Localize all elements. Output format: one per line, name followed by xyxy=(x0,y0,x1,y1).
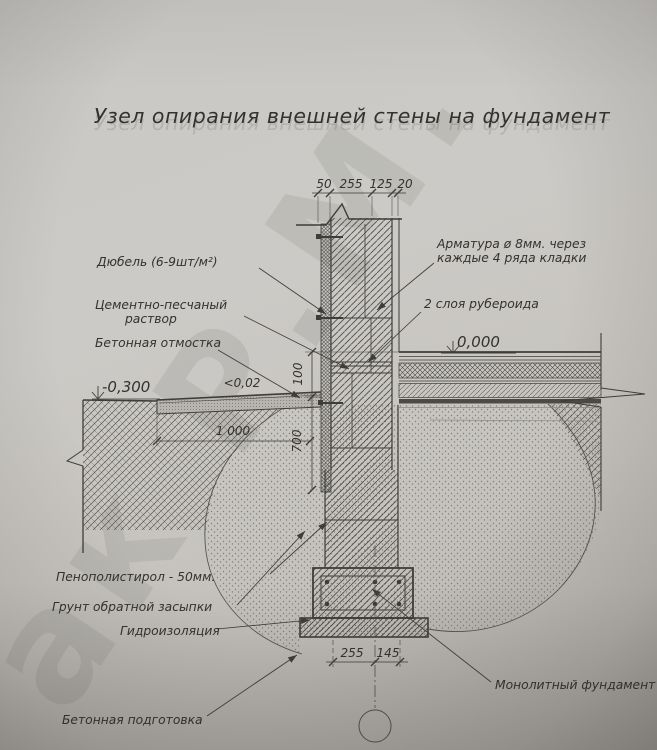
backfill-soil-stipple xyxy=(206,404,601,653)
leader-mortar xyxy=(243,315,350,370)
floor-screed-layer xyxy=(398,383,602,398)
callout-foam: Пенополистирол - 50мм. xyxy=(56,570,215,584)
concrete-prep-pad xyxy=(299,617,429,638)
dim-v-700: 700 xyxy=(290,429,304,452)
callout-backfill: Грунт обратной засыпки xyxy=(52,600,212,614)
leader-apron xyxy=(217,349,301,399)
callout-dowel: Дюбель (6-9шт/м²) xyxy=(96,255,218,269)
elevation-grade: -0,300 xyxy=(91,378,160,400)
leader-rebar xyxy=(376,262,435,311)
callout-mortar-line1: Цементно-песчаный xyxy=(95,298,227,312)
dim-top-50: 50 xyxy=(316,177,332,191)
callout-apron: Бетонная отмостка xyxy=(95,336,221,350)
leader-ruberoid xyxy=(367,311,422,363)
dowel-mark-head xyxy=(318,400,323,405)
dim-top-255: 255 xyxy=(340,177,363,191)
rebar-cage xyxy=(320,575,406,611)
top-dim-ext-lines xyxy=(317,196,399,223)
page-title-ghost: Узел опирания внешней стены на фундамент xyxy=(94,111,611,135)
dowel-mark-head xyxy=(316,315,321,320)
callout-mortar-line2: раствор xyxy=(124,312,177,326)
elevation-floor-label: 0,000 xyxy=(457,333,500,351)
callout-foundation: Монолитный фундамент xyxy=(495,678,656,692)
dowel-mark-head xyxy=(316,234,321,239)
callout-leaders xyxy=(206,262,492,717)
grade-line xyxy=(82,399,158,402)
natural-soil-right xyxy=(548,404,601,500)
natural-soil-left xyxy=(83,400,290,530)
old-grade-faint-line xyxy=(429,419,599,422)
wall-insulation-strip xyxy=(320,223,332,493)
elevation-grade-label: -0,300 xyxy=(102,378,150,396)
floor-insulation-layer xyxy=(398,362,602,379)
wall-break-symbol xyxy=(296,202,402,226)
page-title: Узел опирания внешней стены на фундамент xyxy=(94,104,611,128)
top-dim-ticks xyxy=(313,188,403,198)
foundation xyxy=(299,405,429,743)
dim-top-125: 125 xyxy=(370,177,393,191)
floor-break-symbol xyxy=(559,387,646,408)
leader-foundation xyxy=(371,588,492,683)
dim-top-20: 20 xyxy=(397,177,413,191)
masonry-wall xyxy=(296,202,402,493)
v-dim-tick xyxy=(307,485,317,495)
floor-waterproofing-band xyxy=(399,399,601,404)
excavation-curve-left xyxy=(204,403,303,655)
dim-bottom-145: 145 xyxy=(377,646,400,660)
dowel-marks xyxy=(316,234,343,405)
callout-rebar-line2: каждые 4 ряда кладки xyxy=(437,251,586,265)
dim-v-100: 100 xyxy=(291,362,305,385)
floor-assembly xyxy=(398,333,646,511)
dim-apron-1000: 1 000 xyxy=(216,424,251,438)
masonry-body xyxy=(331,218,392,470)
leader-foam xyxy=(269,521,328,575)
apron-dim-tick xyxy=(305,436,315,446)
bottom-dim-ticks xyxy=(328,657,405,667)
bottom-dim-ext-lines xyxy=(332,640,401,667)
leader-backfill xyxy=(236,530,306,606)
elevation-floor: 0,000 xyxy=(441,333,516,354)
dimension-labels: 50 255 125 20 255 145 1 000 100 700 <0,0… xyxy=(216,177,413,660)
apron-fill xyxy=(157,392,321,414)
elevation-marks: 0,000 -0,300 xyxy=(91,333,516,400)
leader-base-prep xyxy=(206,654,298,717)
rebar-dots xyxy=(324,579,402,607)
callout-rebar-line1: Арматура ø 8мм. через xyxy=(436,237,586,251)
callout-labels: Дюбель (6-9шт/м²) Цементно-песчаный раст… xyxy=(52,237,656,727)
callout-base-prep: Бетонная подготовка xyxy=(62,713,203,727)
dim-bottom-255: 255 xyxy=(341,646,364,660)
foundation-stem xyxy=(325,470,398,568)
leader-waterproofing xyxy=(216,617,311,630)
callout-waterproofing: Гидроизоляция xyxy=(120,624,220,638)
callout-ruberoid: 2 слоя рубероида xyxy=(424,297,539,311)
leader-dowel xyxy=(258,267,327,315)
slope-label: <0,02 xyxy=(224,376,261,390)
left-break-symbol xyxy=(65,449,84,467)
soil-layers xyxy=(65,399,601,655)
excavation-curve-right xyxy=(427,403,596,632)
dimensions xyxy=(152,188,408,667)
blind-area-apron xyxy=(156,391,322,415)
axis-reference-circle xyxy=(358,709,392,743)
